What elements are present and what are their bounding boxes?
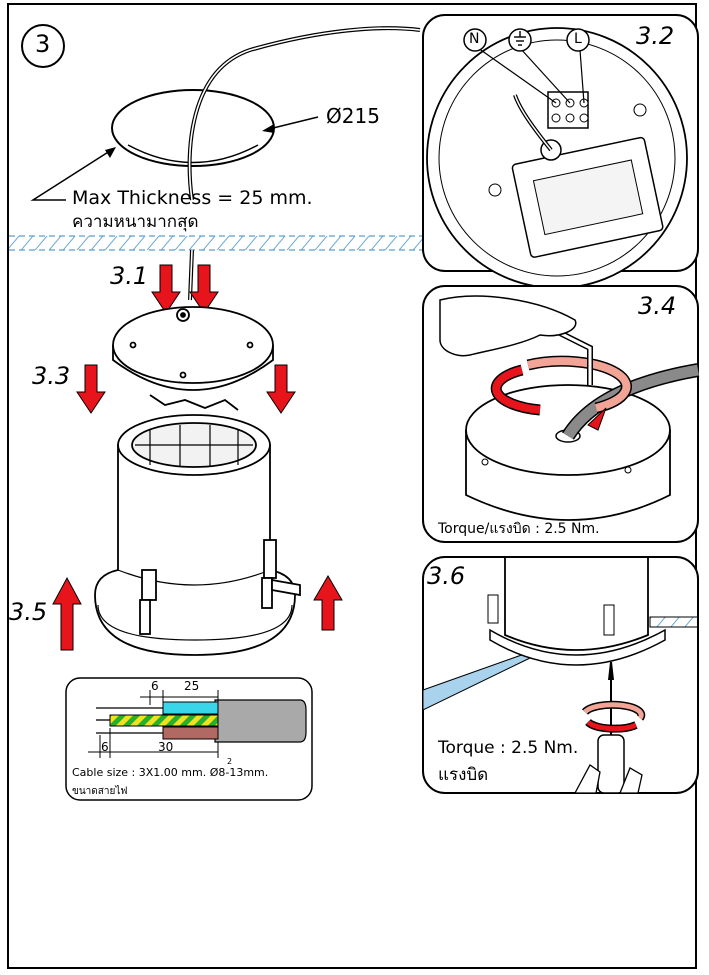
max-thickness-thai-label: ความหนามากสุด (72, 212, 199, 232)
panel-3-6-torque-thai: แรงบิด (438, 765, 489, 785)
panel-3-4-label: 3.4 (638, 292, 677, 320)
cable-size-label: Cable size : 3X1.00 mm. Ø8-13mm. (72, 766, 269, 779)
ground-icon (508, 28, 532, 52)
terminal-n-circle (463, 28, 487, 52)
step-number-circle (21, 24, 65, 68)
cover-disc (112, 306, 274, 411)
terminal-l-circle (566, 28, 590, 52)
arrows-3-5 (52, 575, 343, 651)
terminal-l-label: L (574, 31, 582, 47)
cable-box (65, 677, 313, 801)
arrows-3-3 (76, 364, 296, 414)
panel-3-6-label: 3.6 (427, 562, 466, 590)
step-3-3-label: 3.3 (32, 362, 71, 390)
cable-size-superscript: 2 (227, 757, 233, 766)
panel-3-4-art (422, 285, 700, 543)
cable-dim-25: 25 (184, 679, 200, 693)
panel-3-4-torque: Torque/แรงบิด : 2.5 Nm. (438, 521, 600, 537)
step-3-5-label: 3.5 (9, 598, 48, 626)
cable-size-thai: ขนาดสายไฟ (72, 786, 128, 797)
panel-3-2-art (422, 14, 699, 289)
cable-dim-6-top: 6 (151, 679, 159, 693)
step-3-1-label: 3.1 (110, 262, 149, 290)
cable-dim-30: 30 (158, 740, 174, 754)
ceiling-band (9, 235, 429, 251)
terminal-n-label: N (469, 31, 480, 47)
panel-3-2-label: 3.2 (636, 22, 675, 50)
thickness-leader (30, 148, 114, 201)
max-thickness-label: Max Thickness = 25 mm. (72, 187, 313, 209)
step-number: 3 (35, 30, 51, 58)
panel-3-6-torque: Torque : 2.5 Nm. (438, 738, 579, 758)
arrows-3-1 (151, 264, 219, 314)
panel-3-6-art (422, 556, 699, 794)
housing-body (94, 414, 301, 656)
diameter-label: Ø215 (326, 104, 380, 128)
cable-dim-6-bottom: 6 (101, 740, 109, 754)
